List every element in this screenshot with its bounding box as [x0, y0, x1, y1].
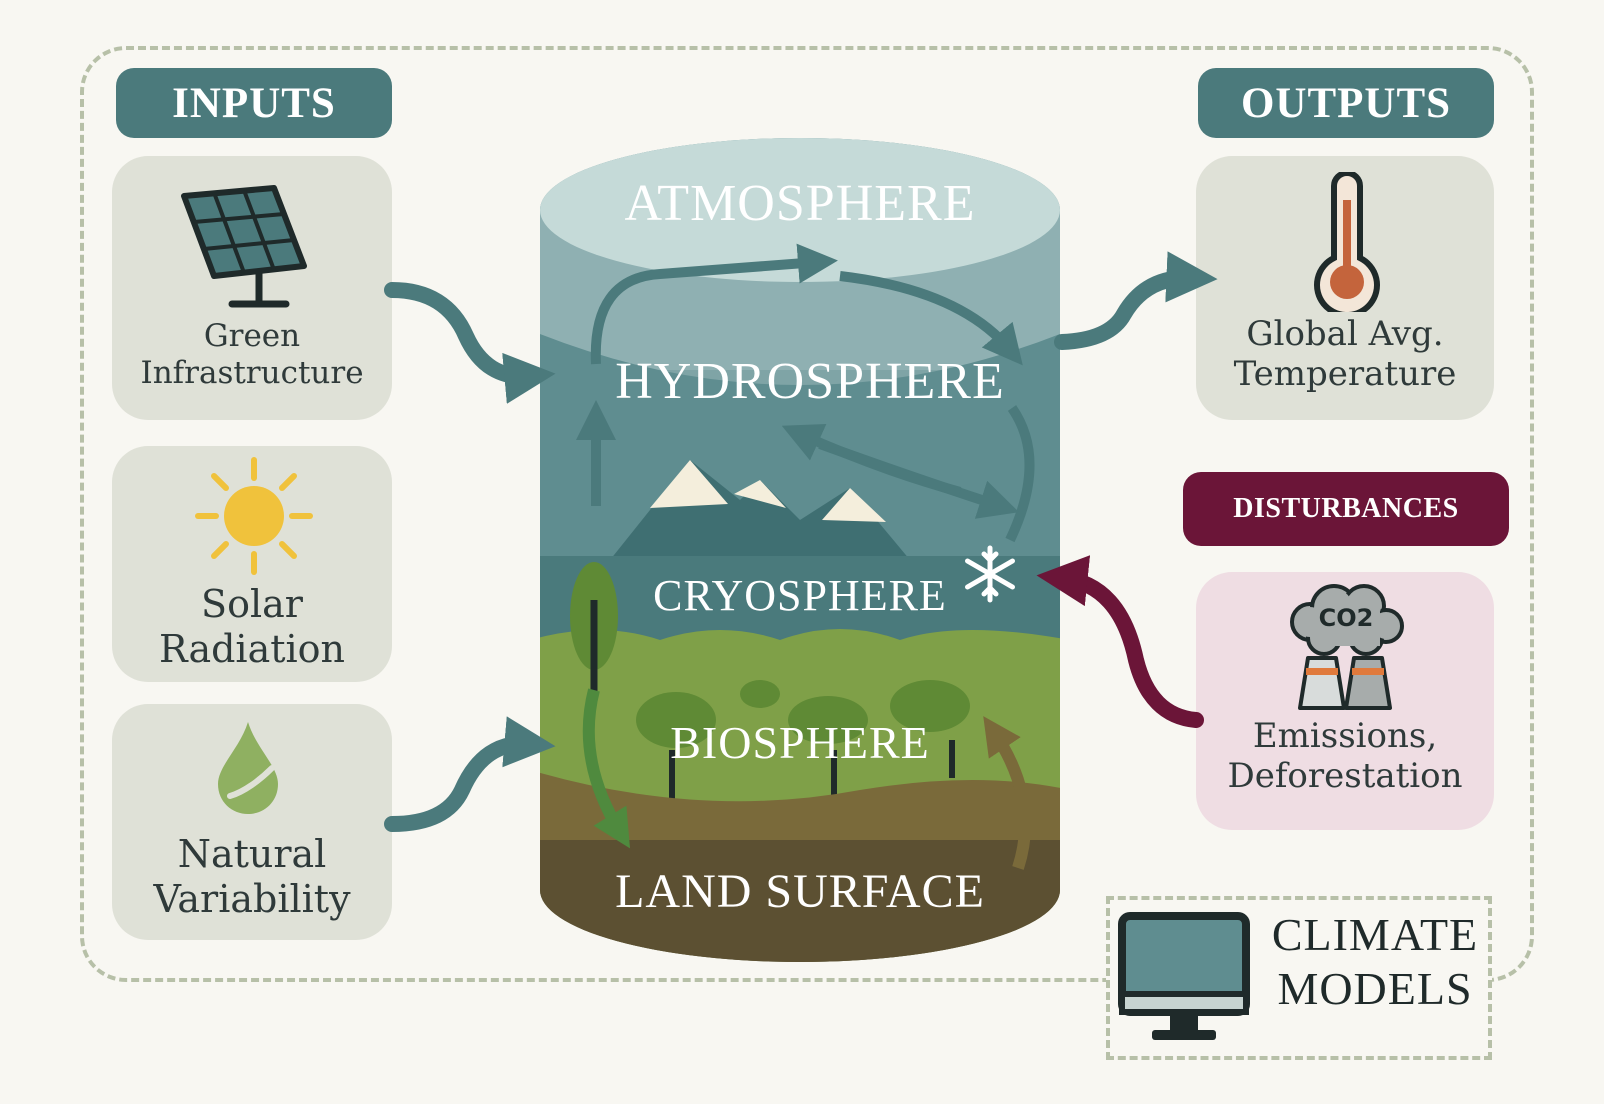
disturbance-card-emissions: CO2 Emissions, Deforestation	[1196, 572, 1494, 830]
snowflake-icon	[965, 545, 1015, 603]
co2-icon-text: CO2	[1319, 604, 1374, 632]
input-card-solar-radiation: Solar Radiation	[112, 446, 392, 682]
monitor-icon	[1118, 912, 1250, 1040]
inputs-header: INPUTS	[116, 68, 392, 138]
input-card-green-infrastructure: Green Infrastructure	[112, 156, 392, 420]
climate-models-label: CLIMATE MODELS	[1271, 909, 1479, 1015]
disturbances-header: DISTURBANCES	[1183, 472, 1509, 546]
factory-co2-icon: CO2	[1290, 584, 1404, 710]
layer-cryosphere: CRYOSPHERE	[653, 571, 947, 620]
layer-atmosphere: ATMOSPHERE	[624, 175, 976, 232]
sun-icon	[195, 457, 313, 575]
input-label-natural-variability: Natural Variability	[153, 832, 351, 921]
layer-land-surface: LAND SURFACE	[615, 865, 985, 918]
output-card-global-temperature: Global Avg. Temperature	[1196, 156, 1494, 420]
output-label-global-temperature: Global Avg. Temperature	[1233, 314, 1457, 395]
diagram-frame	[80, 46, 1534, 982]
layer-biosphere: BIOSPHERE	[670, 717, 930, 768]
outputs-header: OUTPUTS	[1198, 68, 1494, 138]
solar-panel-icon	[181, 185, 307, 308]
input-label-green-infrastructure: Green Infrastructure	[140, 318, 364, 391]
input-card-natural-variability: Natural Variability	[112, 704, 392, 940]
water-drop-icon	[218, 722, 278, 814]
thermometer-icon	[1314, 172, 1380, 312]
disturbance-label-emissions: Emissions, Deforestation	[1227, 716, 1463, 797]
layer-hydrosphere: HYDROSPHERE	[615, 353, 1005, 410]
input-label-solar-radiation: Solar Radiation	[158, 582, 346, 671]
